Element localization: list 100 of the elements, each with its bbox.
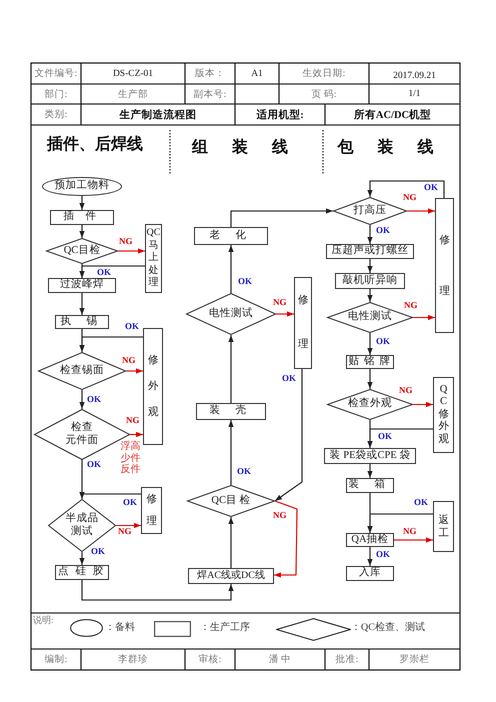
flow-arrow bbox=[413, 314, 435, 320]
signature-name: 李群珍 bbox=[117, 653, 149, 667]
flow-arrow bbox=[367, 259, 373, 273]
flow-arrow bbox=[367, 369, 373, 389]
field-value: 生产制造流程图 bbox=[118, 108, 198, 122]
vertical-process-box: 修理 bbox=[294, 277, 312, 369]
field-value: 生产部 bbox=[117, 88, 149, 102]
edge-label: OK bbox=[122, 498, 138, 507]
vertical-process-box: QC马上处理 bbox=[145, 224, 162, 293]
flow-arrow bbox=[81, 580, 234, 601]
flow-arrow bbox=[116, 522, 141, 528]
edge-label: OK bbox=[124, 322, 140, 331]
flow-arrow bbox=[79, 492, 141, 499]
edge-label: OK bbox=[237, 277, 254, 286]
process-box: 敲机听异响 bbox=[335, 273, 405, 289]
flow-arrow bbox=[367, 464, 373, 478]
signature-label: 编制: bbox=[44, 653, 68, 667]
edge-label: NG bbox=[398, 386, 414, 395]
flow-arrow bbox=[367, 180, 445, 198]
field-value: A1 bbox=[250, 68, 264, 80]
edge-label: OK bbox=[90, 547, 106, 556]
process-box: 压超声或打螺丝 bbox=[326, 244, 414, 259]
process-box: 装 箱 bbox=[346, 478, 394, 493]
flow-arrow bbox=[118, 248, 145, 254]
field-label: 类别: bbox=[44, 108, 68, 122]
defect-note: 浮高少件反件 bbox=[120, 441, 141, 476]
process-box: 过波峰焊 bbox=[48, 278, 116, 293]
flow-arrow bbox=[394, 537, 433, 543]
edge-label: OK bbox=[281, 374, 298, 383]
process-box: 入库 bbox=[346, 566, 394, 581]
flow-arrow bbox=[79, 196, 85, 210]
field-label: 文件编号: bbox=[34, 67, 78, 81]
edge-label: OK bbox=[377, 432, 394, 441]
process-box: 执 锡 bbox=[55, 315, 109, 329]
section-heading: 组 装 线 bbox=[190, 138, 299, 158]
section-heading: 包 装 线 bbox=[336, 138, 444, 158]
flow-arrow bbox=[367, 547, 373, 566]
field-label: 副本号: bbox=[192, 88, 228, 102]
vertical-process-box: 修理 bbox=[141, 487, 162, 534]
edge-label: NG bbox=[125, 416, 140, 425]
edge-label: NG bbox=[121, 356, 136, 365]
flow-arrow bbox=[367, 333, 373, 355]
field-label: 版本： bbox=[194, 67, 226, 81]
edge-label: NG bbox=[272, 511, 288, 520]
flow-arrow bbox=[367, 289, 373, 302]
flow-arrow bbox=[276, 311, 294, 317]
process-box: 焊AC线或DC线 bbox=[188, 568, 274, 584]
flow-arrow bbox=[228, 420, 234, 485]
flow-arrow bbox=[228, 245, 234, 293]
signature-name: 潘 中 bbox=[268, 653, 292, 667]
edge-label: NG bbox=[118, 237, 134, 246]
field-label: 部门: bbox=[44, 88, 68, 102]
edge-label: NG bbox=[117, 527, 132, 536]
edge-label: OK bbox=[86, 395, 102, 404]
signature-label: 审核: bbox=[198, 653, 222, 667]
flow-arrow bbox=[274, 369, 303, 502]
edge-label: NG bbox=[403, 301, 418, 310]
flow-arrow bbox=[367, 225, 373, 244]
flow-arrow bbox=[274, 500, 298, 578]
edge-label: NG bbox=[402, 527, 418, 536]
flow-arrow bbox=[79, 552, 85, 565]
flow-arrow bbox=[228, 517, 234, 568]
edge-label: OK bbox=[86, 460, 102, 469]
process-box: 贴 铭 牌 bbox=[346, 355, 394, 369]
field-value: 1/1 bbox=[407, 88, 422, 101]
vertical-process-box: 修理 bbox=[435, 198, 454, 333]
decision-diamond: QC目检 bbox=[46, 238, 118, 264]
process-box: 插 件 bbox=[50, 210, 114, 225]
process-box: QA抽检 bbox=[346, 533, 394, 547]
edge-label: OK bbox=[375, 550, 392, 559]
edge-label: OK bbox=[375, 226, 392, 235]
flow-arrow bbox=[79, 293, 85, 315]
flow-arrow bbox=[79, 264, 85, 278]
flow-arrow bbox=[367, 420, 373, 448]
legend-text: ：生产工序 bbox=[200, 620, 250, 635]
flow-arrow bbox=[228, 335, 234, 403]
signature-name: 罗崇栏 bbox=[398, 653, 430, 667]
edge-label: OK bbox=[96, 268, 112, 277]
field-value: 所有AC/DC机型 bbox=[352, 108, 432, 122]
edge-label: OK bbox=[423, 183, 440, 192]
flow-arrow bbox=[413, 402, 433, 408]
flow-arrow bbox=[79, 336, 143, 352]
flow-arrow bbox=[79, 225, 85, 238]
edge-label: OK bbox=[375, 337, 392, 346]
edge-label: NG bbox=[402, 193, 418, 202]
edge-label: NG bbox=[272, 298, 288, 307]
flow-arrow bbox=[79, 390, 85, 409]
flow-arrow bbox=[407, 208, 435, 214]
field-value: DS-CZ-01 bbox=[112, 68, 154, 80]
legend-text: ：备料 bbox=[105, 620, 135, 635]
field-label: 页 码: bbox=[310, 88, 338, 102]
signature-label: 批准: bbox=[334, 653, 360, 667]
legend-text: ：QC检查、测试 bbox=[351, 620, 425, 635]
flow-arrow bbox=[130, 432, 143, 438]
field-label: 适用机型: bbox=[255, 108, 305, 122]
section-heading: 插件、后焊线 bbox=[46, 134, 144, 154]
vertical-process-box: QC修外观 bbox=[433, 377, 454, 453]
process-box: 装 壳 bbox=[196, 403, 266, 420]
field-label: 生效日期: bbox=[302, 67, 346, 81]
process-box: 点 硅 胶 bbox=[55, 565, 109, 580]
